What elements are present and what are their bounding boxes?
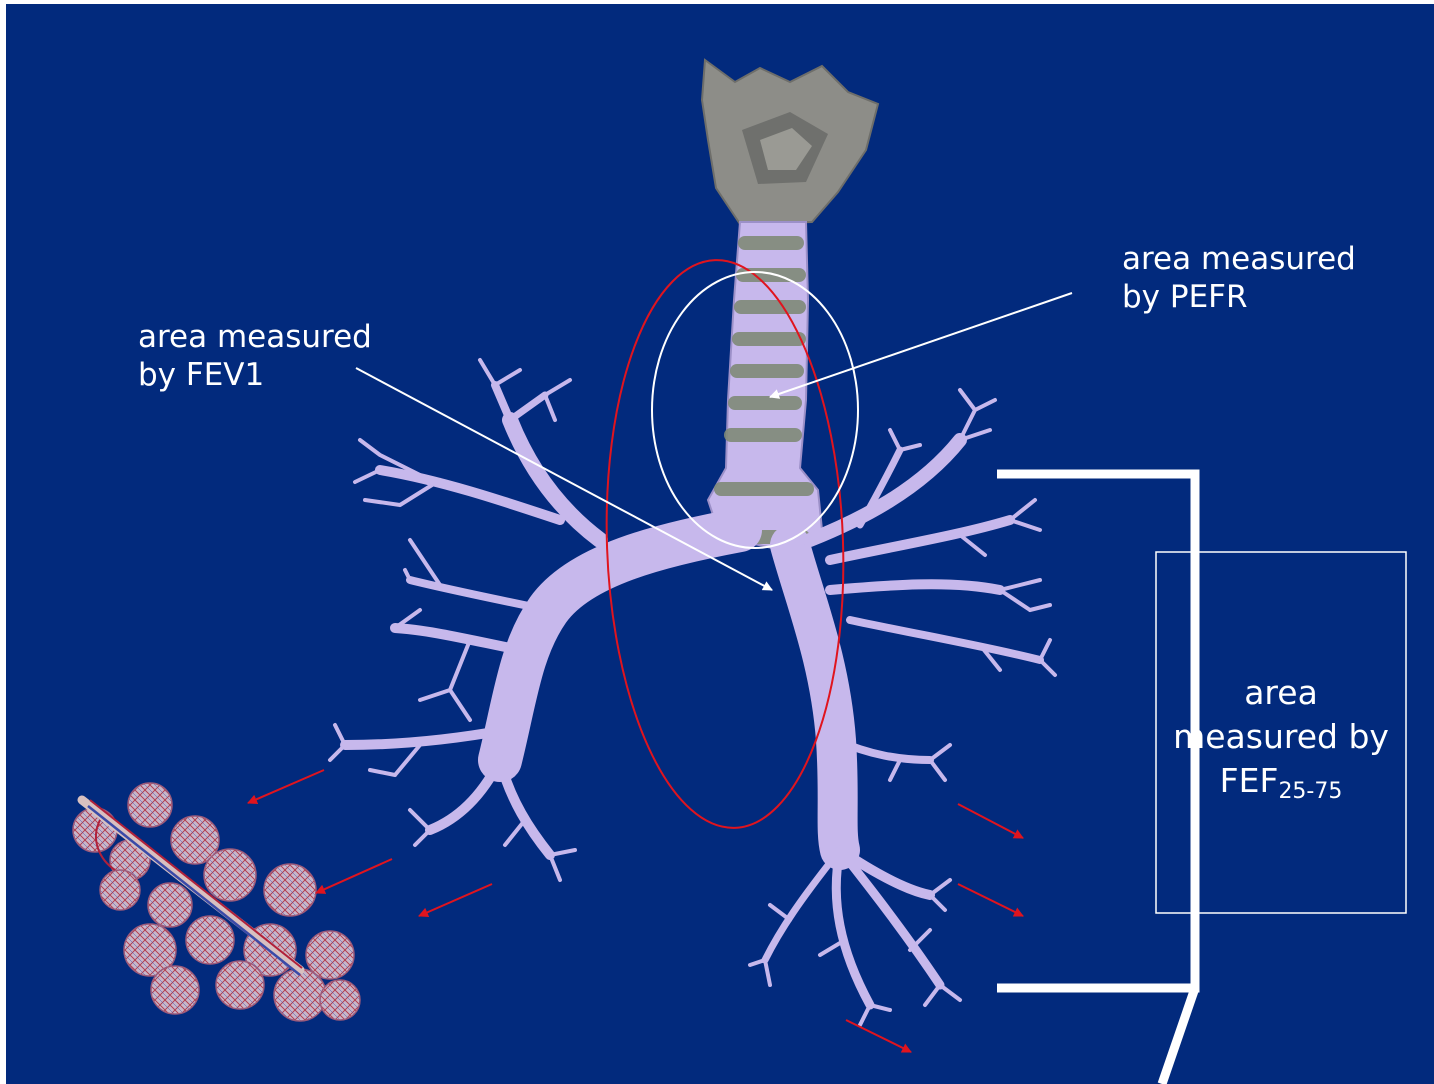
red-arrow — [248, 770, 324, 803]
bronchi — [500, 530, 840, 850]
red-arrow — [958, 884, 1023, 916]
pefr-label: area measured by PEFR — [1122, 240, 1356, 316]
red-arrow — [958, 804, 1023, 838]
red-arrows — [248, 770, 1023, 1052]
fef-label-subscript: 25-75 — [1278, 779, 1342, 804]
bronchial-branches — [330, 360, 1055, 1025]
pefr-label-line2: by PEFR — [1122, 278, 1356, 316]
pefr-label-line1: area measured — [1122, 240, 1356, 278]
fef-label-main: FEF — [1220, 761, 1279, 800]
fev1-label: area measured by FEV1 — [138, 318, 372, 394]
alveoli-cluster — [73, 783, 360, 1021]
red-arrow — [419, 884, 492, 916]
fef-label-line1: area — [1156, 671, 1406, 715]
red-arrow — [846, 1020, 911, 1052]
fef-label: area measured by FEF25-75 — [1156, 671, 1406, 814]
pefr-pointer-arrow — [770, 293, 1072, 397]
red-arrow — [316, 859, 392, 893]
fef-label-line2: measured by — [1156, 715, 1406, 759]
fef-label-line3: FEF25-75 — [1156, 759, 1406, 814]
larynx — [702, 60, 878, 224]
fev1-label-line2: by FEV1 — [138, 356, 372, 394]
fev1-label-line1: area measured — [138, 318, 372, 356]
